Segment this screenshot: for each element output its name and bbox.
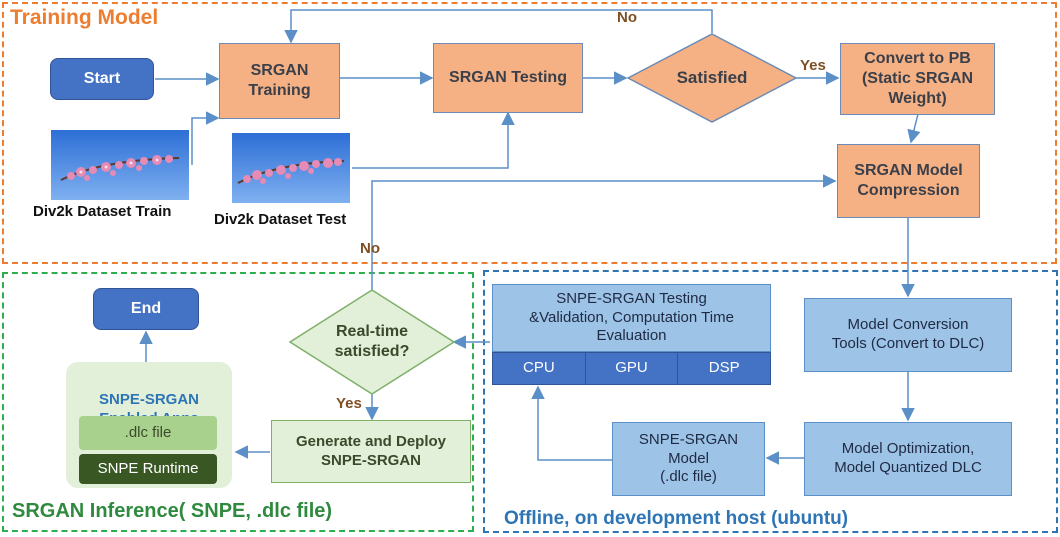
model-conversion-text: Model Conversion Tools (Convert to DLC) bbox=[831, 316, 985, 352]
srgan-training-node: SRGAN Training bbox=[219, 43, 340, 119]
training-model-frame bbox=[2, 2, 1057, 264]
train-dataset-image bbox=[51, 130, 189, 200]
model-compression-node: SRGAN Model Compression bbox=[837, 144, 980, 218]
inference-frame bbox=[2, 272, 474, 532]
snpe-model-node: SNPE-SRGAN Model (.dlc file) bbox=[612, 422, 765, 496]
model-optimization-text: Model Optimization, Model Quantized DLC bbox=[834, 440, 982, 476]
train-dataset-caption: Div2k Dataset Train bbox=[33, 203, 172, 220]
processor-cpu: CPU bbox=[493, 353, 586, 384]
snpe-testing-node: SNPE-SRGAN Testing &Validation, Computat… bbox=[492, 284, 771, 352]
realtime-diamond bbox=[288, 289, 456, 395]
dlc-file-chip: .dlc file bbox=[79, 416, 217, 450]
snpe-testing-text: SNPE-SRGAN Testing &Validation, Computat… bbox=[529, 289, 734, 345]
satisfied-diamond bbox=[626, 33, 798, 123]
offline-title: Offline, on development host (ubuntu) bbox=[504, 508, 849, 529]
edge-label-yes-down: Yes bbox=[336, 395, 362, 412]
satisfied-label: Satisfied bbox=[676, 68, 748, 88]
srgan-testing-node: SRGAN Testing bbox=[433, 43, 583, 113]
model-conversion-node: Model Conversion Tools (Convert to DLC) bbox=[804, 298, 1012, 372]
edge-label-yes-right: Yes bbox=[800, 57, 826, 74]
training-model-title: Training Model bbox=[10, 6, 159, 29]
processor-gpu: GPU bbox=[586, 353, 679, 384]
model-optimization-node: Model Optimization, Model Quantized DLC bbox=[804, 422, 1012, 496]
processor-dsp: DSP bbox=[708, 359, 740, 377]
inference-title: SRGAN Inference( SNPE, .dlc file) bbox=[12, 500, 333, 522]
start-node: Start bbox=[50, 58, 154, 100]
edge-label-no-top: No bbox=[617, 9, 637, 26]
convert-pb-node: Convert to PB (Static SRGAN Weight) bbox=[840, 43, 995, 115]
enabled-apps-panel: SNPE-SRGAN Enabled Apps .dlc file SNPE R… bbox=[66, 362, 232, 488]
test-dataset-image bbox=[232, 133, 350, 203]
realtime-label: Real-time satisfied? bbox=[318, 318, 426, 366]
srgan-training-text: SRGAN Training bbox=[248, 62, 311, 99]
edge-label-no-left: No bbox=[360, 240, 380, 257]
model-compression-text: SRGAN Model Compression bbox=[854, 162, 963, 199]
test-dataset-caption: Div2k Dataset Test bbox=[214, 211, 347, 228]
offline-frame bbox=[483, 270, 1058, 533]
generate-deploy-text: Generate and Deploy SNPE-SRGAN bbox=[295, 432, 447, 469]
processor-bar: CPU GPU DSP bbox=[492, 352, 771, 385]
snpe-model-text: SNPE-SRGAN Model (.dlc file) bbox=[638, 430, 739, 486]
convert-pb-text: Convert to PB (Static SRGAN Weight) bbox=[861, 50, 974, 107]
snpe-runtime-chip: SNPE Runtime bbox=[79, 454, 217, 484]
realtime-text: Real-time satisfied? bbox=[334, 323, 410, 360]
end-node: End bbox=[93, 288, 199, 330]
generate-deploy-node: Generate and Deploy SNPE-SRGAN bbox=[271, 420, 471, 483]
